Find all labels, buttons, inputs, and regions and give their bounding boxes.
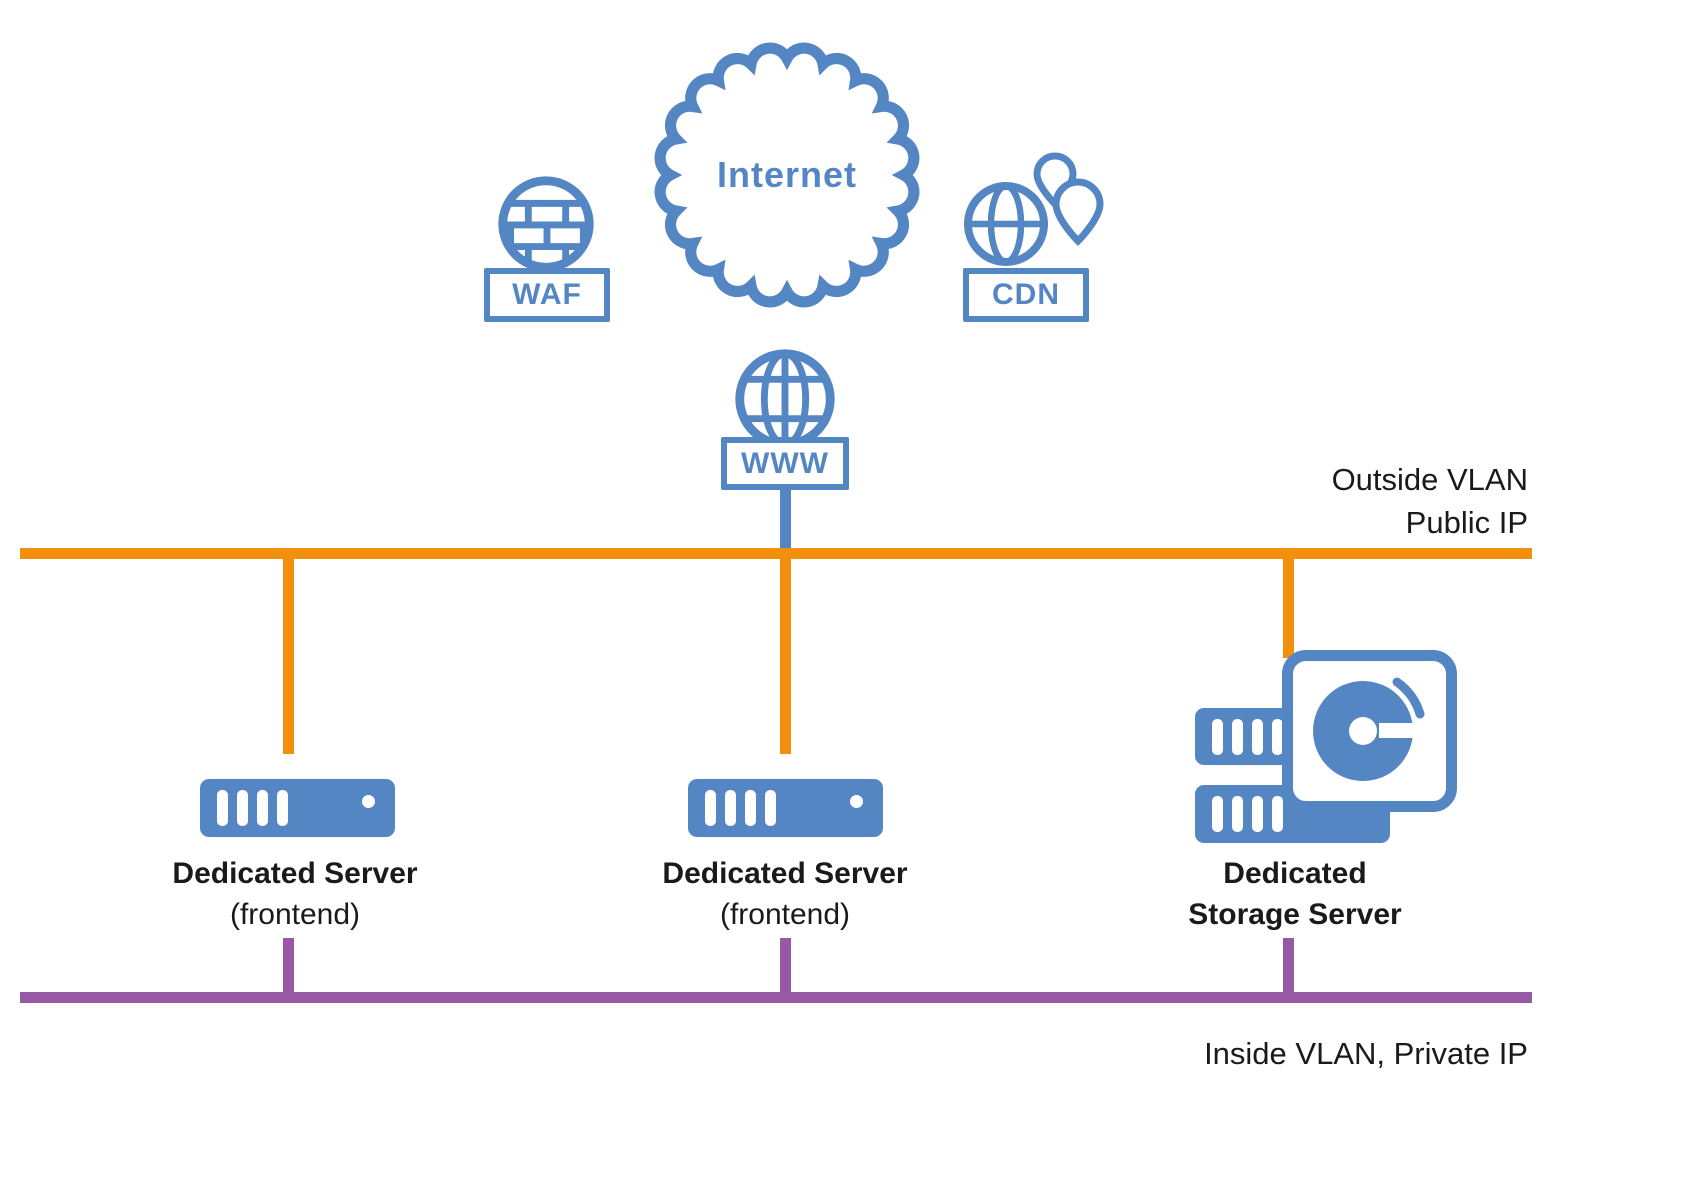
server2-uplink-connector	[780, 556, 791, 754]
server-vent-slot	[725, 790, 736, 826]
cdn-label: CDN	[963, 268, 1089, 322]
storage-uplink-connector	[1283, 556, 1294, 658]
outside-vlan-label: Outside VLAN Public IP	[1100, 458, 1528, 544]
server2-name: Dedicated Server	[662, 857, 908, 890]
server2-caption: Dedicated Server (frontend)	[635, 853, 935, 935]
outside-vlan-line	[20, 548, 1532, 559]
storage-caption: Dedicated Storage Server	[1145, 853, 1445, 935]
dedicated-server-2-icon	[688, 779, 883, 837]
server-vent-slot	[1252, 718, 1263, 755]
cdn-globe-pins-icon	[964, 152, 1104, 266]
storage-disk-icon	[1282, 650, 1457, 812]
inside-vlan-label: Inside VLAN, Private IP	[1204, 1036, 1528, 1071]
server2-subtitle: (frontend)	[719, 898, 851, 931]
server-vent-slot	[1232, 796, 1243, 832]
inside-vlan-line	[20, 992, 1532, 1003]
disk-platter-icon	[1313, 677, 1425, 781]
server-vent-slot	[1252, 796, 1263, 832]
server1-subtitle: (frontend)	[229, 898, 361, 931]
server-vent-slot	[237, 790, 248, 826]
storage-name-line1: Dedicated	[1223, 857, 1367, 890]
www-globe-icon	[735, 349, 835, 449]
server-vent-slot	[1212, 796, 1223, 832]
server-led-dot	[362, 795, 375, 808]
server1-downlink-connector	[283, 938, 294, 998]
server-led-dot	[850, 795, 863, 808]
www-label: WWW	[721, 437, 849, 490]
server1-caption: Dedicated Server (frontend)	[145, 853, 445, 935]
server-vent-slot	[1272, 796, 1283, 832]
outside-vlan-label-line1: Outside VLAN	[1331, 462, 1528, 497]
server-vent-slot	[745, 790, 756, 826]
server-vent-slot	[765, 790, 776, 826]
server-vent-slot	[1212, 718, 1223, 755]
waf-firewall-globe-icon	[498, 176, 594, 272]
server2-downlink-connector	[780, 938, 791, 998]
server-vent-slot	[705, 790, 716, 826]
storage-name-line2: Storage Server	[1188, 898, 1402, 931]
internet-label: Internet	[716, 154, 857, 195]
server-vent-slot	[1272, 718, 1283, 755]
server-vent-slot	[1232, 718, 1243, 755]
storage-downlink-connector	[1283, 938, 1294, 998]
server-vent-slot	[217, 790, 228, 826]
server-vent-slot	[277, 790, 288, 826]
dedicated-server-1-icon	[200, 779, 395, 837]
www-uplink-connector	[780, 490, 791, 554]
server-vent-slot	[257, 790, 268, 826]
outside-vlan-label-line2: Public IP	[1405, 505, 1528, 540]
internet-cloud-icon	[654, 42, 920, 308]
server1-uplink-connector	[283, 556, 294, 754]
waf-label: WAF	[484, 268, 610, 322]
server1-name: Dedicated Server	[172, 857, 418, 890]
